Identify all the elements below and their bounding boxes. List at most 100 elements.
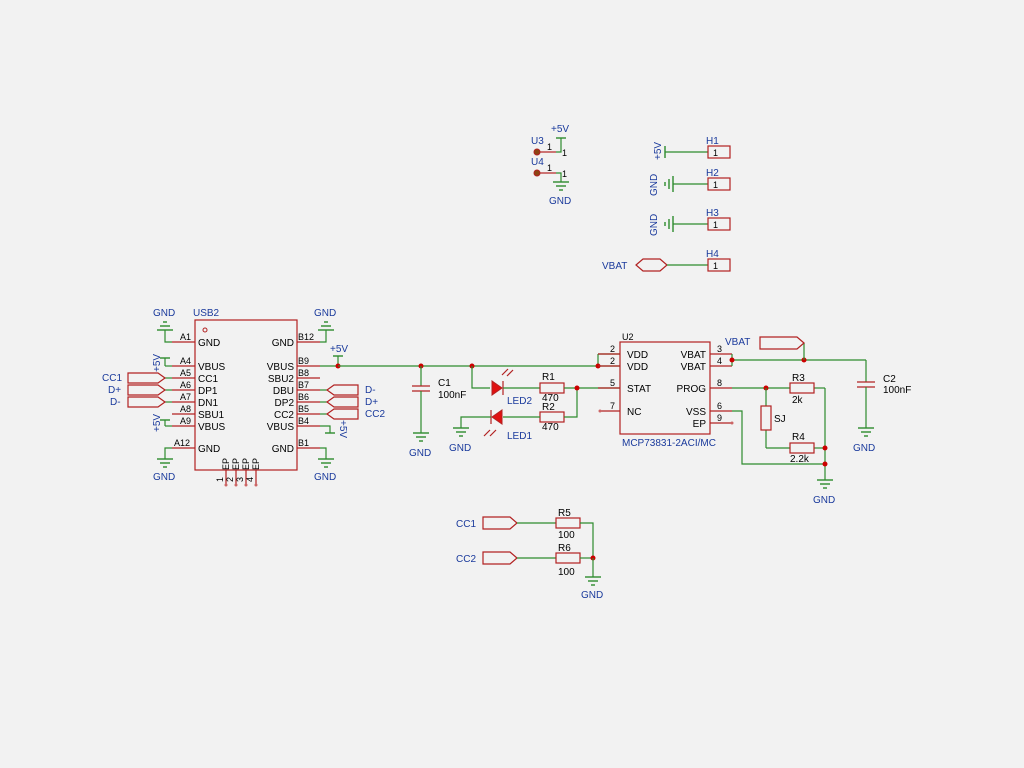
5v-label: +5V bbox=[152, 354, 163, 372]
u2-pin-name-stat: STAT bbox=[627, 384, 651, 395]
gnd-label: GND bbox=[153, 472, 175, 483]
h1-ref: H1 bbox=[706, 136, 719, 147]
capacitor-c1[interactable]: C1 100nF GND bbox=[409, 366, 466, 459]
resistor-r3[interactable]: R3 2k bbox=[789, 373, 815, 406]
usb-pin-num-a7: A7 bbox=[180, 392, 191, 402]
usb-pin-name-a8: SBU1 bbox=[198, 410, 225, 421]
cc1-flag: CC1 bbox=[456, 516, 556, 530]
usb-5v-left-a4: +5V bbox=[152, 354, 172, 372]
prog-network: GND bbox=[732, 385, 835, 506]
5v-label: +5V bbox=[653, 142, 664, 160]
r6-value: 100 bbox=[558, 567, 575, 578]
mcp73831-chip[interactable]: U2 MCP73831-2ACI/MC 2 2 5 7 VDD VDD STAT… bbox=[598, 332, 734, 449]
header-h3[interactable]: H3 1 GND bbox=[649, 208, 731, 236]
cc1-flag-label: CC1 bbox=[456, 519, 476, 530]
gnd-label: GND bbox=[549, 196, 571, 207]
usb-pin-num-a4: A4 bbox=[180, 356, 191, 366]
usb-gnd-bottom-left: GND bbox=[153, 447, 175, 483]
usb-pin-num-a1: A1 bbox=[180, 332, 191, 342]
usb-pin-num-a6: A6 bbox=[180, 380, 191, 390]
led1[interactable]: LED1 GND bbox=[449, 409, 540, 454]
usb-pin-name-b7: DBU bbox=[273, 386, 294, 397]
h4-pin: 1 bbox=[713, 261, 718, 271]
h3-pin: 1 bbox=[713, 220, 718, 230]
cc2-flag-label: CC2 bbox=[365, 409, 385, 420]
usb-right-netflags: D- D+ CC2 bbox=[320, 384, 385, 420]
u2-pin-name-vss: VSS bbox=[686, 407, 706, 418]
usb-pin-name-a6: DP1 bbox=[198, 386, 218, 397]
u2-pin-name-vbat2: VBAT bbox=[681, 362, 706, 373]
dp-flag-label: D+ bbox=[365, 397, 378, 408]
usb-pin-num-b9: B9 bbox=[298, 356, 309, 366]
vbat-rail: VBAT bbox=[725, 336, 866, 366]
led2-ref: LED2 bbox=[507, 396, 532, 407]
u2-pin-name-vdd1: VDD bbox=[627, 350, 648, 361]
gnd-label: GND bbox=[853, 443, 875, 454]
gnd-label: GND bbox=[409, 448, 431, 459]
gnd-label: GND bbox=[153, 308, 175, 319]
led2[interactable]: LED2 bbox=[471, 366, 532, 407]
h4-ref: H4 bbox=[706, 249, 719, 260]
resistor-r5[interactable]: R5 100 bbox=[555, 508, 594, 558]
usb-5v-right-b4: +5V bbox=[320, 420, 348, 438]
r3-ref: R3 bbox=[792, 373, 805, 384]
dp-flag-label: D+ bbox=[108, 385, 121, 396]
r2-ref: R2 bbox=[542, 402, 555, 413]
u2-pin-num-vdd1: 2 bbox=[610, 344, 615, 354]
usb-ep-label-2: EP bbox=[231, 458, 241, 470]
h1-pin: 1 bbox=[713, 148, 718, 158]
r1-ref: R1 bbox=[542, 372, 555, 383]
header-h4[interactable]: H4 1 VBAT bbox=[602, 249, 731, 272]
u2-pin-num-prog: 8 bbox=[717, 378, 722, 388]
usb-pin-name-a1: GND bbox=[198, 338, 220, 349]
usb-pin-num-a8: A8 bbox=[180, 404, 191, 414]
header-h2[interactable]: H2 1 GND bbox=[649, 168, 731, 196]
capacitor-c2[interactable]: C2 100nF GND bbox=[853, 360, 911, 454]
c2-value: 100nF bbox=[883, 385, 911, 396]
usb-pin-name-b5: CC2 bbox=[274, 410, 294, 421]
testpoint-u3[interactable]: U3 1 1 +5V bbox=[531, 124, 569, 158]
5v-label: +5V bbox=[330, 344, 348, 355]
u2-pin-name-nc: NC bbox=[627, 407, 641, 418]
gnd-label: GND bbox=[581, 590, 603, 601]
u4-pin-num-outer: 1 bbox=[562, 169, 567, 179]
u2-value: MCP73831-2ACI/MC bbox=[622, 438, 716, 449]
u2-pin-name-prog: PROG bbox=[677, 384, 707, 395]
usb-ep-num-4: 4 bbox=[245, 477, 255, 482]
r5-value: 100 bbox=[558, 530, 575, 541]
gnd-label: GND bbox=[449, 443, 471, 454]
resistor-r4[interactable]: R4 2.2k bbox=[789, 432, 815, 465]
u2-pin-name-ep: EP bbox=[693, 419, 707, 430]
r3-value: 2k bbox=[792, 395, 804, 406]
h2-ref: H2 bbox=[706, 168, 719, 179]
usb-ep-label-3: EP bbox=[241, 458, 251, 470]
gnd-label: GND bbox=[649, 214, 660, 236]
resistor-r6[interactable]: R6 100 GND bbox=[555, 543, 603, 601]
usb-pin-num-b5: B5 bbox=[298, 404, 309, 414]
usb-pin-num-a12: A12 bbox=[174, 438, 190, 448]
c2-ref: C2 bbox=[883, 374, 896, 385]
header-h1[interactable]: H1 1 +5V bbox=[653, 136, 731, 160]
cc1-flag-label: CC1 bbox=[102, 373, 122, 384]
testpoint-u4[interactable]: U4 1 1 GND bbox=[531, 157, 571, 207]
5v-label: +5V bbox=[551, 124, 569, 135]
gnd-label: GND bbox=[649, 174, 660, 196]
usb-pin-num-b12: B12 bbox=[298, 332, 314, 342]
usb-connector[interactable]: USB2 A1 A4 A5 A6 A7 A8 A9 A12 GND VBUS C… bbox=[172, 308, 320, 487]
usb-5v-top-b9: +5V bbox=[320, 344, 348, 369]
usb-pin-name-b6: DP2 bbox=[275, 398, 295, 409]
solder-jumper-sj[interactable]: SJ bbox=[760, 405, 786, 431]
h3-ref: H3 bbox=[706, 208, 719, 219]
gnd-label: GND bbox=[314, 472, 336, 483]
u3-ref: U3 bbox=[531, 136, 544, 147]
usb-pin-name-b1: GND bbox=[272, 444, 294, 455]
dm-flag-label: D- bbox=[365, 385, 376, 396]
u2-pin-name-vdd2: VDD bbox=[627, 362, 648, 373]
usb-pin-name-b4: VBUS bbox=[267, 422, 295, 433]
usb-pin-num-b8: B8 bbox=[298, 368, 309, 378]
usb-pin-name-b9: VBUS bbox=[267, 362, 295, 373]
u2-pin-num-vdd2: 2 bbox=[610, 356, 615, 366]
usb-left-netflags: CC1 D+ D- bbox=[102, 372, 172, 408]
r6-ref: R6 bbox=[558, 543, 571, 554]
